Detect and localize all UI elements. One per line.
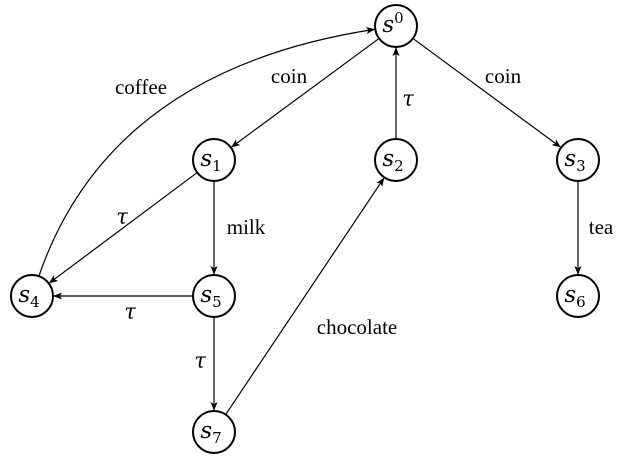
- node-s1: s1: [192, 138, 236, 182]
- node-circle-s4: [10, 274, 54, 318]
- edge-s0-s1: [230, 37, 380, 148]
- node-label-s6: s6: [564, 282, 585, 311]
- node-label-index: 1: [212, 157, 222, 175]
- node-label-base: s: [200, 418, 212, 444]
- node-s5: s5: [192, 274, 236, 318]
- node-label-s3: s3: [564, 146, 585, 175]
- node-label-index: 0: [394, 9, 404, 27]
- node-circle-s7: [192, 410, 236, 454]
- node-s7: s7: [192, 410, 236, 454]
- node-circle-s6: [556, 274, 600, 318]
- edge-s1-s4: [48, 172, 198, 284]
- node-label-s2: s2: [382, 146, 403, 175]
- node-label-base: s: [382, 12, 394, 38]
- node-label-base: s: [382, 146, 394, 172]
- node-s3: s3: [556, 138, 600, 182]
- node-circle-s5: [192, 274, 236, 318]
- edge-label-s0-s1: coin: [271, 64, 308, 88]
- edge-label-s3-s6: tea: [589, 215, 614, 239]
- node-label-s5: s5: [200, 282, 221, 311]
- edge-label-s5-s7: τ: [194, 349, 206, 373]
- node-circle-s3: [556, 138, 600, 182]
- edge-label-s5-s4: τ: [124, 300, 136, 324]
- edge-label-s0-s3: coin: [485, 64, 522, 88]
- node-label-index: 3: [576, 157, 586, 175]
- node-label-index: 7: [212, 429, 222, 447]
- edge-s7-s2: [225, 177, 385, 415]
- node-label-s1: s1: [200, 146, 221, 175]
- node-s2: s2: [374, 138, 418, 182]
- node-label-base: s: [564, 282, 576, 308]
- node-label-index: 4: [30, 293, 40, 311]
- edge-label-s1-s4: τ: [116, 205, 128, 229]
- edge-label-s4-s0: coffee: [115, 75, 167, 99]
- node-label-base: s: [200, 146, 212, 172]
- node-circle-s1: [192, 138, 236, 182]
- node-label-base: s: [200, 282, 212, 308]
- node-label-base: s: [18, 282, 30, 308]
- edge-s4-s0: [38, 27, 376, 277]
- node-circle-s0: [374, 4, 418, 48]
- node-label-s7: s7: [200, 418, 221, 447]
- edge-label-s1-s5: milk: [227, 215, 266, 239]
- edges: [38, 27, 582, 415]
- edge-label-s2-s0: τ: [402, 87, 414, 111]
- node-label-index: 6: [576, 293, 586, 311]
- node-s4: s4: [10, 274, 54, 318]
- edge-labels: coin coin τ coffee τ milk τ τ chocolate tea: [115, 64, 614, 373]
- node-label-index: 2: [394, 157, 404, 175]
- node-circle-s2: [374, 138, 418, 182]
- node-s0: s0: [374, 4, 418, 48]
- edge-label-s7-s2: chocolate: [317, 315, 397, 339]
- node-label-s0: s0: [382, 9, 403, 38]
- node-s6: s6: [556, 274, 600, 318]
- node-label-base: s: [564, 146, 576, 172]
- edge-s0-s3: [412, 37, 562, 148]
- node-label-index: 5: [212, 293, 222, 311]
- node-label-s4: s4: [18, 282, 39, 311]
